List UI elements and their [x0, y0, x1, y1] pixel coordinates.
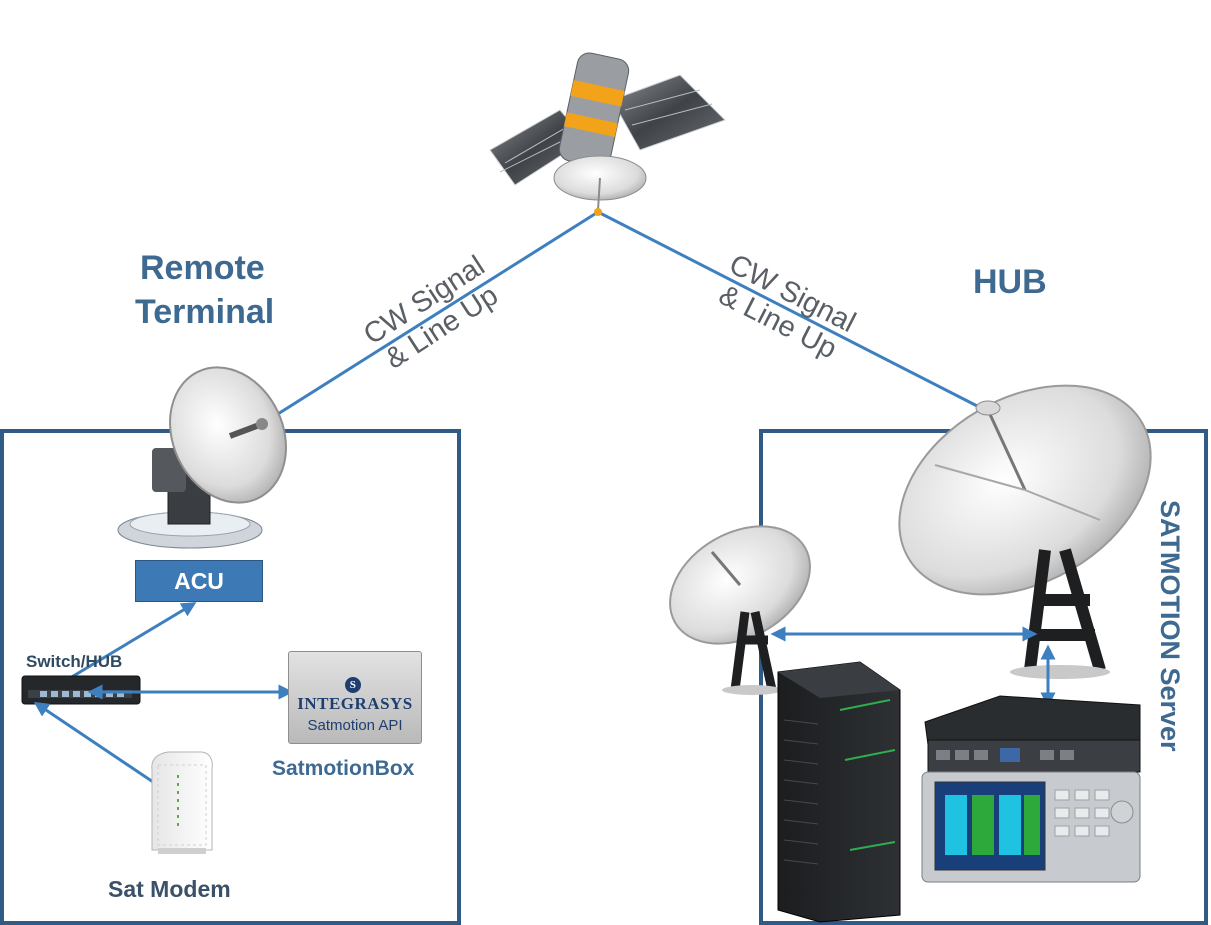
dish-antenna-icon-small — [669, 525, 811, 695]
dish-antenna-icon-large — [898, 384, 1152, 679]
network-switch-icon — [21, 675, 141, 705]
spectrum-analyzer-icon — [921, 695, 1141, 883]
satmotionbox-label: SatmotionBox — [272, 757, 415, 780]
uplink-line-remote — [261, 210, 599, 426]
integrasys-brand: INTEGRASYS — [297, 694, 413, 713]
sat-modem-label: Sat Modem — [108, 876, 231, 902]
hub-label: HUB — [973, 263, 1047, 301]
uplink-line-hub — [597, 210, 986, 412]
link-switch-modem — [33, 701, 172, 795]
integrasys-logo-icon: S — [345, 677, 361, 693]
rack-server-icon — [777, 661, 901, 923]
satmotion-api-label: Satmotion API — [307, 717, 403, 734]
router-icon — [151, 751, 213, 854]
satellite-icon — [489, 52, 726, 216]
remote-terminal-label-line1: Remote — [140, 249, 265, 287]
satmotion-server-label: SATMOTION Server — [1155, 500, 1185, 752]
remote-terminal-label-line2: Terminal — [135, 293, 275, 331]
vsat-antenna-icon — [117, 366, 287, 549]
switch-label: Switch/HUB — [26, 652, 123, 671]
satmotion-api-box: SINTEGRASYS Satmotion API — [288, 651, 422, 744]
acu-box: ACU — [135, 560, 263, 602]
integrasys-logo: SINTEGRASYS — [289, 674, 421, 714]
